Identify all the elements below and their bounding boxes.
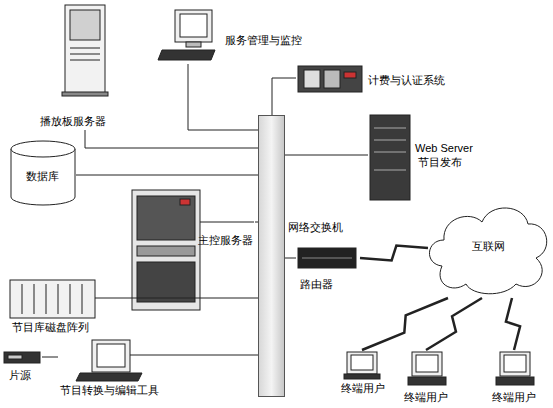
node-label: 数据库 <box>26 170 59 183</box>
network-cable <box>272 78 296 115</box>
web-server <box>370 115 410 200</box>
node-label: 终端用户 <box>492 391 536 404</box>
node-label: 网络交换机 <box>288 221 343 234</box>
router-node: 路由器 <box>296 245 360 293</box>
node-label: 节目发布 <box>418 156 462 169</box>
user-node: 终端用户 <box>488 350 540 405</box>
disk-array-node: 节目库磁盘阵列 <box>8 278 114 336</box>
database-cylinder: 数据库 <box>10 140 76 206</box>
network-cable <box>166 355 258 356</box>
main-rack <box>132 190 200 310</box>
server-node: 播放板服务器 <box>38 3 110 130</box>
network-cable <box>76 175 258 176</box>
node-label: 服务管理与监控 <box>225 34 302 47</box>
user-terminal <box>500 352 530 376</box>
monitor <box>92 340 130 372</box>
node-label: 片源 <box>9 369 31 382</box>
keyboard <box>158 50 215 60</box>
source-deck <box>4 352 40 363</box>
web-server-node: Web Server节目发布 <box>368 112 480 202</box>
network-cable <box>42 357 58 358</box>
rack-server <box>298 66 362 92</box>
network-cable <box>285 258 296 259</box>
internet-cloud: 互联网 <box>428 200 550 298</box>
network-cable <box>85 130 258 148</box>
node-label: 主控服务器 <box>198 234 253 247</box>
network-cable <box>188 64 258 130</box>
network-cable <box>285 155 368 156</box>
node-label: 终端用户 <box>404 391 448 404</box>
disk-array <box>10 280 95 318</box>
node-label: 节目转换与编辑工具 <box>60 384 159 397</box>
router <box>298 248 356 268</box>
monitor <box>175 10 212 42</box>
node-label: 互联网 <box>472 240 505 253</box>
user-terminal <box>412 352 442 376</box>
wireless-link <box>360 246 428 261</box>
user-node: 终端用户 <box>338 350 388 396</box>
wireless-link <box>426 298 482 350</box>
node-label: 计费与认证系统 <box>368 74 445 87</box>
main-server-node: 主控服务器 <box>130 188 255 312</box>
user-node: 终端用户 <box>400 350 452 405</box>
node-label: 播放板服务器 <box>40 115 106 128</box>
wireless-link <box>362 298 448 350</box>
network-switch: 网络交换机 <box>258 115 285 397</box>
billing-node: 计费与认证系统 <box>296 62 472 96</box>
node-label: 节目库磁盘阵列 <box>12 321 89 334</box>
wireless-link <box>506 298 520 350</box>
user-terminal <box>347 352 377 374</box>
node-label: 路由器 <box>300 278 333 291</box>
editing-node: 节目转换与编辑工具 <box>58 338 166 400</box>
node-label: 终端用户 <box>341 382 385 395</box>
monitor-node: 服务管理与监控 <box>158 8 328 64</box>
keyboard <box>76 373 142 381</box>
source-node: 片源 <box>2 349 42 383</box>
tower-server <box>65 5 105 95</box>
network-cable <box>114 298 258 299</box>
node-label: Web Server <box>415 142 473 155</box>
